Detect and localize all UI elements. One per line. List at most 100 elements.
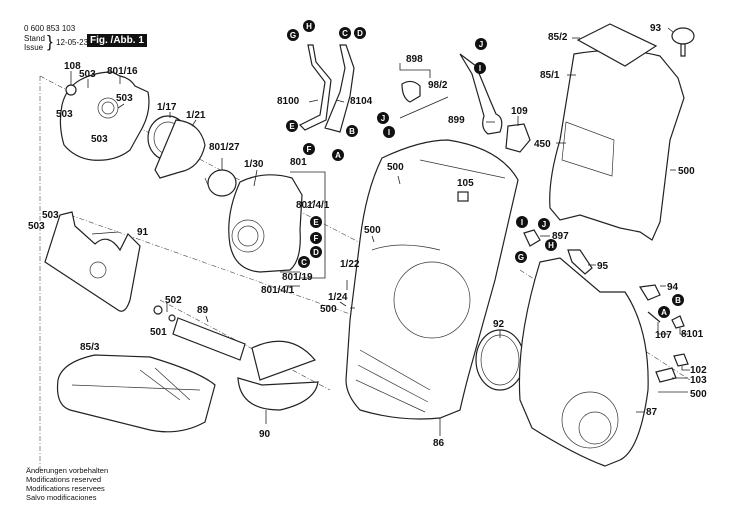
collection-tray-85-3 (56, 354, 216, 433)
blade-89 (172, 317, 246, 361)
marker-d: D (310, 246, 322, 258)
label-1-30: 1/30 (244, 159, 264, 170)
marker-c: C (298, 256, 310, 268)
label-8104: 8104 (350, 96, 373, 107)
marker-g: G (515, 251, 527, 263)
label-105: 105 (457, 178, 474, 189)
cable-8100 (298, 44, 332, 131)
marker-i: I (516, 216, 528, 228)
label-1-22: 1/22 (340, 259, 360, 270)
svg-text:I: I (388, 128, 390, 137)
label-500: 500 (690, 389, 707, 400)
label-103: 103 (690, 375, 707, 386)
figure-label: Fig. /Abb. 1 (87, 34, 147, 47)
marker-d: D (354, 27, 366, 39)
marker-c: C (339, 27, 351, 39)
switch-898 (401, 80, 421, 103)
stand-issue-label: Stand Issue (24, 34, 45, 52)
marker-f: F (310, 232, 322, 244)
marker-e: E (310, 216, 322, 228)
label-503: 503 (28, 221, 45, 232)
washer-108 (65, 84, 77, 96)
svg-text:G: G (518, 253, 524, 262)
cutting-disc-90 (237, 340, 319, 411)
label-102: 102 (690, 365, 707, 376)
label-500: 500 (387, 162, 404, 173)
motor-mount-91 (44, 211, 141, 312)
label-898: 898 (406, 54, 423, 65)
label-109: 109 (511, 106, 528, 117)
marker-g: G (287, 29, 299, 41)
plate-105 (457, 191, 469, 202)
label-1-21: 1/21 (186, 110, 206, 121)
marker-a: A (658, 306, 670, 318)
svg-text:D: D (313, 248, 319, 257)
plug-897 (523, 229, 541, 247)
ring-92 (475, 329, 525, 391)
label-500: 500 (320, 304, 337, 315)
svg-text:C: C (301, 258, 307, 267)
label-8100: 8100 (277, 96, 300, 107)
svg-text:E: E (289, 122, 295, 131)
svg-text:J: J (479, 40, 483, 49)
label-503: 503 (116, 93, 133, 104)
washer-502 (168, 314, 176, 322)
svg-text:B: B (349, 127, 355, 136)
marker-b: B (346, 125, 358, 137)
svg-text:H: H (306, 22, 312, 31)
svg-text:J: J (381, 114, 385, 123)
label-503: 503 (91, 134, 108, 145)
marker-a: A (332, 149, 344, 161)
label-500: 500 (678, 166, 695, 177)
label-95: 95 (597, 261, 609, 272)
label-8101: 8101 (681, 329, 704, 340)
side-housing-87 (518, 257, 649, 467)
label-90: 90 (259, 429, 271, 440)
label-502: 502 (165, 295, 182, 306)
svg-text:H: H (548, 241, 554, 250)
gear-housing-cover (59, 71, 150, 161)
label-500: 500 (364, 225, 381, 236)
marker-h: H (545, 239, 557, 251)
cable-8104 (324, 44, 355, 133)
svg-text:I: I (521, 218, 523, 227)
label-450: 450 (534, 139, 551, 150)
clamp-103 (655, 367, 677, 383)
label-85-3: 85/3 (80, 342, 100, 353)
label-89: 89 (197, 305, 209, 316)
label-85-1: 85/1 (540, 70, 560, 81)
marker-i: I (474, 62, 486, 74)
marker-e: E (286, 120, 298, 132)
bracket-801 (290, 171, 326, 279)
footer-notice: Änderungen vorbehalten Modifications res… (26, 466, 108, 502)
footer-line-es: Salvo modificaciones (26, 493, 97, 502)
marker-j: J (538, 218, 550, 230)
label-801: 801 (290, 157, 307, 168)
stand-label: Stand (24, 34, 45, 43)
knob-93 (671, 27, 695, 57)
marker-j: J (377, 112, 389, 124)
brush-holder-801-27 (204, 169, 237, 197)
label-801-16: 801/16 (107, 66, 138, 77)
motor-housing-801 (228, 174, 303, 273)
marker-h: H (303, 20, 315, 32)
issue-date: 12-05-23 (56, 38, 89, 47)
motor-1-21 (154, 119, 206, 179)
footer-line-en: Modifications reserved (26, 475, 102, 484)
label-85-2: 85/2 (548, 32, 568, 43)
svg-text:B: B (675, 296, 681, 305)
cable-899 (459, 53, 503, 135)
label-108: 108 (64, 61, 81, 72)
label-91: 91 (137, 227, 149, 238)
label-1-24: 1/24 (328, 292, 348, 303)
label-86: 86 (433, 438, 445, 449)
svg-text:I: I (479, 64, 481, 73)
label-503: 503 (42, 210, 59, 221)
label-801-27: 801/27 (209, 142, 240, 153)
label-503: 503 (79, 69, 96, 80)
svg-text:A: A (661, 308, 667, 317)
svg-text:F: F (307, 145, 312, 154)
svg-text:C: C (342, 29, 348, 38)
svg-text:J: J (542, 220, 546, 229)
